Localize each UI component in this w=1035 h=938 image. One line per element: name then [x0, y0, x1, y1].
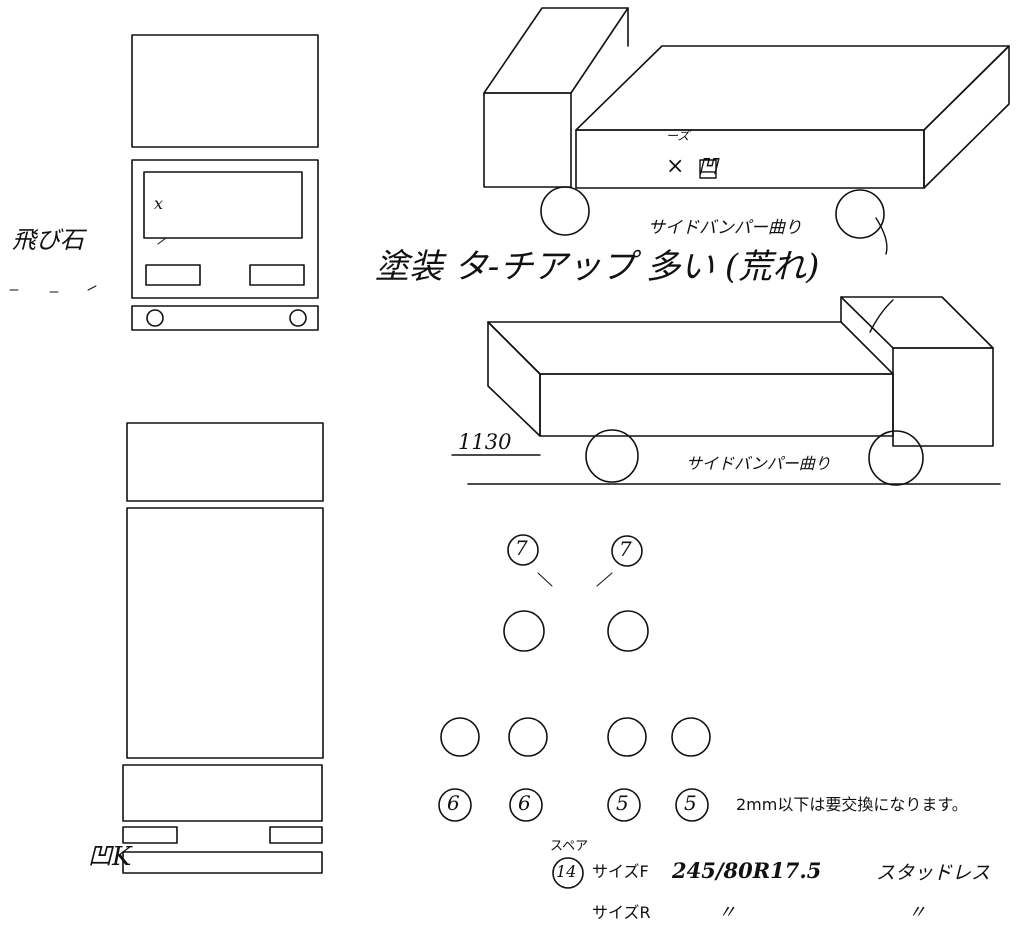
rear-lamp-right	[269, 826, 323, 844]
depth-circle	[611, 535, 643, 567]
top-truck-note-small: ーズ	[666, 129, 690, 143]
top-truck-x: ×	[666, 154, 685, 179]
spare-depth-circle	[552, 857, 584, 889]
pointer-line	[537, 572, 553, 587]
size-f-label: サイズF	[592, 862, 649, 881]
tire-rear-right-inner	[607, 717, 647, 757]
truck-bottom-wheel-rear	[585, 429, 639, 483]
front-view	[9, 34, 319, 331]
front-headlight-right	[249, 264, 305, 286]
gauge-value: 1130	[458, 430, 512, 454]
top-truck-dent: 凹	[698, 154, 718, 178]
rear-view-bumper	[122, 764, 323, 822]
truck-top-wheel-front	[540, 186, 590, 236]
bottom-truck-note: サイドバンパー曲り	[686, 454, 831, 473]
truck-top-wheel-rear	[835, 189, 885, 239]
depth-value: 7	[515, 536, 528, 560]
truck-top-cab-front	[483, 92, 572, 188]
tire-rear-right-outer	[671, 717, 711, 757]
truck-bottom	[451, 296, 1001, 486]
rear-dent-mark: 凹	[88, 842, 112, 870]
paint-note: 塗装 タ-チアップ 多い (荒れ)	[375, 247, 820, 287]
depth-value: 5	[684, 791, 697, 815]
depth-circle	[675, 788, 709, 822]
truck-top-leader	[875, 217, 888, 255]
front-headlight-left	[145, 264, 201, 286]
tire-rear-left-inner	[508, 717, 548, 757]
pointer-line	[596, 572, 613, 587]
depth-value: 6	[518, 791, 531, 815]
rear-view-cab-top	[126, 422, 324, 502]
tire-rear-left-outer	[440, 717, 480, 757]
depth-circle	[607, 788, 641, 822]
rear-under-bar	[122, 851, 323, 874]
front-view-roof	[131, 34, 319, 148]
front-bumper	[131, 305, 319, 331]
depth-value: 7	[619, 537, 632, 561]
tire-type: スタッドレス	[876, 862, 991, 884]
rear-lamp-left	[122, 826, 178, 844]
depth-value: 6	[447, 791, 460, 815]
front-scratch-mark: x	[154, 194, 164, 213]
depth-circle	[509, 788, 543, 822]
chip-mark	[157, 237, 167, 245]
ditto-mark: 〃	[718, 902, 736, 923]
truck-bottom-cab-side	[892, 347, 994, 447]
truck-top-cab-top	[483, 7, 629, 94]
truck-top-bed-end	[923, 45, 1010, 189]
rear-view	[122, 422, 324, 874]
truck-bottom-cab-top	[840, 296, 994, 349]
truck-bottom-bed-end	[487, 321, 541, 437]
truck-top	[483, 7, 1010, 255]
depth-circle	[438, 788, 472, 822]
front-wheel-left	[146, 309, 164, 327]
tire-layout	[438, 534, 711, 889]
tire-front-left	[503, 610, 545, 652]
size-r-label: サイズR	[592, 903, 651, 922]
chip-dash	[87, 285, 97, 291]
ditto-mark: 〃	[908, 902, 926, 923]
rear-view-body	[126, 507, 324, 759]
tire-front-right	[607, 610, 649, 652]
front-view-cab	[131, 159, 319, 299]
spare-depth: 14	[556, 862, 577, 881]
truck-bottom-wheel-front	[868, 430, 924, 486]
truck-top-bed-side	[575, 129, 925, 189]
front-wheel-right	[289, 309, 307, 327]
truck-top-dent-mark	[699, 159, 717, 179]
truck-bottom-bed-side	[539, 373, 894, 437]
depth-value: 5	[616, 791, 629, 815]
left-note: 飛び石	[12, 226, 84, 254]
spare-label: スペア	[550, 839, 589, 854]
size-f-value: 245/80R17.5	[672, 858, 822, 883]
truck-bottom-bed-top	[487, 321, 894, 375]
depth-circle	[507, 534, 539, 566]
rear-scratch-mark: K	[112, 842, 132, 872]
front-windshield	[143, 171, 303, 239]
top-truck-note: サイドバンパー曲り	[648, 218, 802, 238]
truck-top-bed-top	[575, 45, 1010, 131]
replace-note: 2mm以下は要交換になります。	[736, 795, 968, 814]
truck-bottom-leader	[869, 299, 894, 333]
